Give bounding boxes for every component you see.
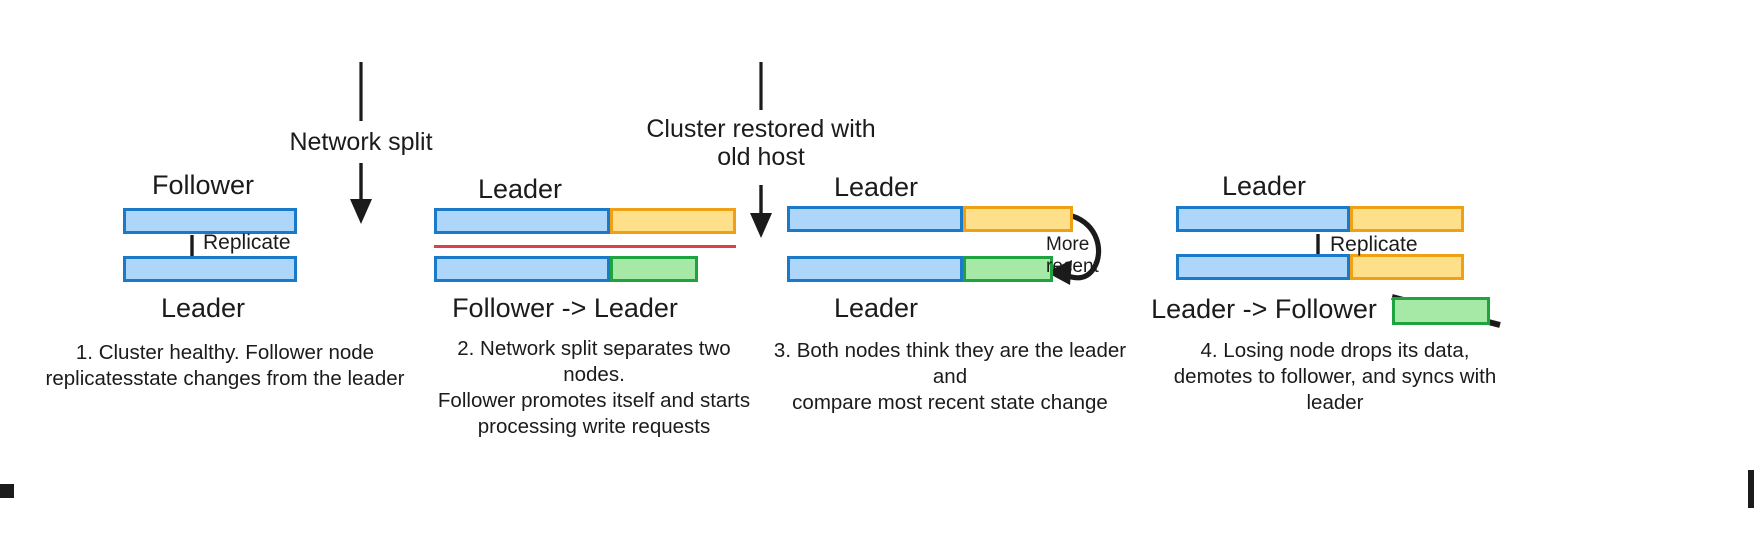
panel-3-caption: 3. Both nodes think they are the leader … xyxy=(760,338,1140,416)
panel-1-bottom-node-label: Leader xyxy=(160,293,246,323)
panel-4-top-node-label: Leader xyxy=(1221,171,1307,201)
panel-2-top-segment-orange xyxy=(610,208,736,234)
panel-2-caption: 2. Network split separates two nodes. Fo… xyxy=(424,336,764,440)
panel-4-bottom-node-label: Leader -> Follower xyxy=(1151,294,1377,324)
panel-4-discarded-segment-green xyxy=(1392,297,1490,325)
panel-1-caption-line2: replicatesstate changes from the leader xyxy=(45,367,405,390)
panel-4-replicate-label: Replicate xyxy=(1330,233,1418,256)
panel-1-bottom-segment-blue xyxy=(123,256,297,282)
panel-1-caption: 1. Cluster healthy. Follower node replic… xyxy=(30,340,420,392)
panel-3-bottom-node-label: Leader xyxy=(833,293,919,323)
transition-label-cluster-restored-line1: Cluster restored with xyxy=(646,115,876,143)
panel-4-top-segment-orange xyxy=(1350,206,1464,232)
panel-3-bottom-segment-green xyxy=(963,256,1053,282)
panel-2-bottom-node-label: Follower -> Leader xyxy=(452,293,678,323)
panel-3-top-node-label: Leader xyxy=(833,172,919,202)
panel-4-bottom-segment-blue xyxy=(1176,254,1350,280)
panel-3-top-segment-blue xyxy=(787,206,963,232)
transition-label-network-split: Network split xyxy=(289,128,433,156)
panel-2-bottom-segment-blue xyxy=(434,256,610,282)
panel-1-top-segment-blue xyxy=(123,208,297,234)
transition-label-cluster-restored-line2: old host xyxy=(717,143,805,171)
panel-3-caption-line1: 3. Both nodes think they are the leader … xyxy=(773,339,1127,388)
panel-2-network-split-line xyxy=(434,245,736,248)
corner-tick-bottom-left xyxy=(0,484,14,498)
panel-4-caption: 4. Losing node drops its data, demotes t… xyxy=(1145,338,1525,416)
panel-3-bottom-segment-blue xyxy=(787,256,963,282)
panel-4-top-segment-blue xyxy=(1176,206,1350,232)
panel-1-replicate-label: Replicate xyxy=(203,231,291,254)
panel-4-caption-line2: demotes to follower, and syncs with lead… xyxy=(1173,365,1497,414)
panel-2-top-segment-blue xyxy=(434,208,610,234)
corner-tick-bottom-right xyxy=(1748,470,1754,508)
panel-3-top-segment-orange xyxy=(963,206,1073,232)
panel-3-more-recent-label: More recent xyxy=(1046,234,1099,277)
panel-4-bottom-segment-orange xyxy=(1350,254,1464,280)
panel-2-caption-line3: processing write requests xyxy=(477,415,711,438)
panel-1-caption-line1: 1. Cluster healthy. Follower node xyxy=(75,341,375,364)
panel-2-caption-line1: 2. Network split separates two nodes. xyxy=(457,337,731,386)
transition-label-cluster-restored: Cluster restored with old host xyxy=(611,115,911,171)
panel-2-bottom-segment-green xyxy=(610,256,698,282)
panel-2-top-node-label: Leader xyxy=(477,174,563,204)
panel-1-top-node-label: Follower xyxy=(151,170,255,200)
panel-4-caption-line1: 4. Losing node drops its data, xyxy=(1200,339,1470,362)
panel-3-caption-line2: compare most recent state change xyxy=(792,391,1108,414)
panel-2-caption-line2: Follower promotes itself and starts xyxy=(437,389,751,412)
